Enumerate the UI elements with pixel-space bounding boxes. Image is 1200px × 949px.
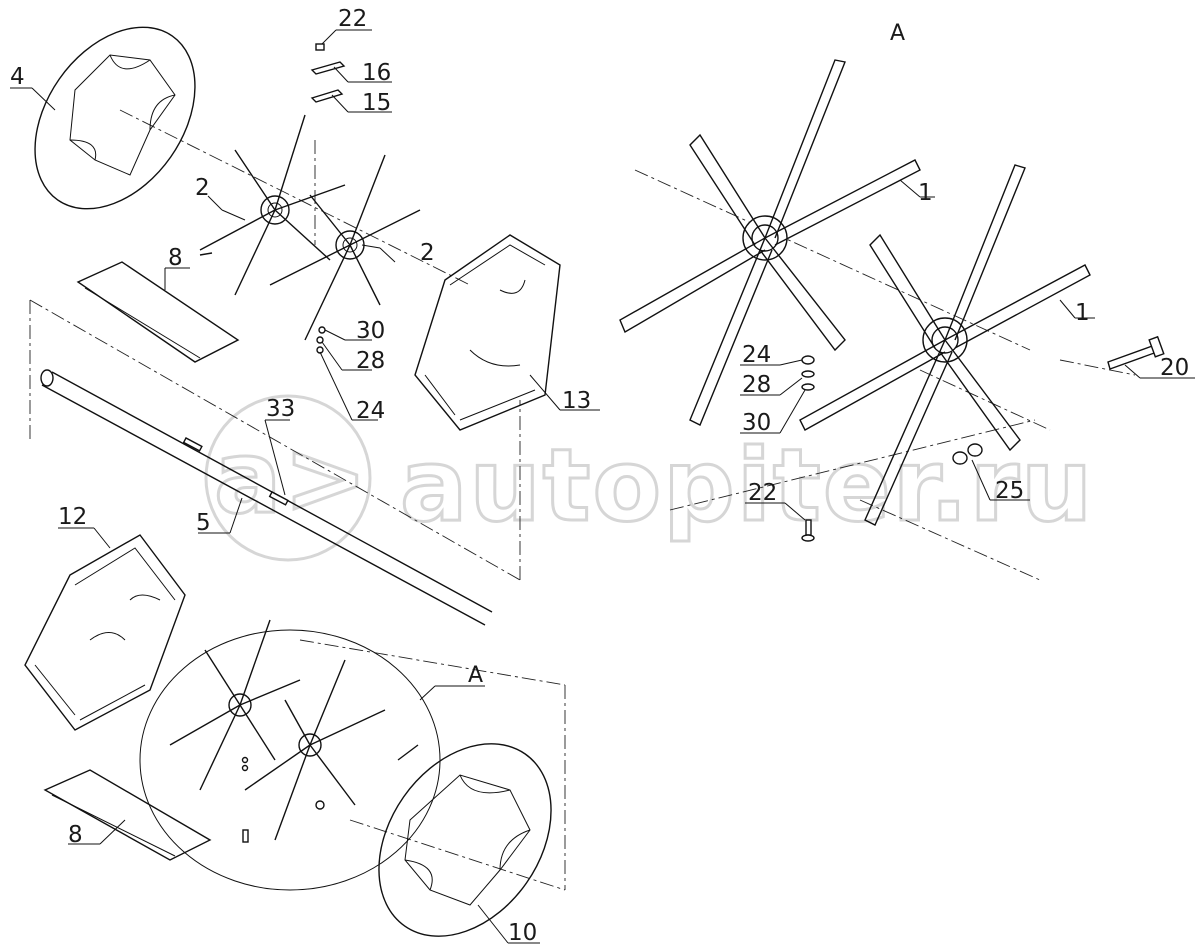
detail-view-spider-2 [799,164,1091,526]
callout-1-upper: 1 [918,180,933,206]
callout-2-right: 2 [420,240,435,266]
callout-10: 10 [508,920,537,946]
callout-30-right: 30 [742,410,771,436]
view-label-a: A [890,21,905,46]
callout-12: 12 [58,504,87,530]
callout-30-left: 30 [356,318,385,344]
callout-8-lower: 8 [68,822,83,848]
callout-22-top: 22 [338,6,367,32]
callout-24-left: 24 [356,398,385,424]
callout-25: 25 [995,478,1024,504]
callout-1-lower: 1 [1075,300,1090,326]
callout-13: 13 [562,388,591,414]
callout-16: 16 [362,60,391,86]
disc-part-10 [378,743,552,937]
fasteners-right [801,355,983,542]
callout-24-right: 24 [742,342,771,368]
callout-4: 4 [10,64,25,90]
callout-28-left: 28 [356,348,385,374]
detail-view-spider-1 [619,59,921,426]
callout-labels: 22 16 15 4 2 2 8 30 28 24 13 33 5 12 8 1… [10,6,1189,946]
spider-part-2a [199,114,346,296]
axis-lines [29,109,1136,891]
spider-part-2b [269,154,421,341]
callout-22-right: 22 [748,480,777,506]
callout-5: 5 [196,510,211,536]
callout-33: 33 [266,396,295,422]
callout-8-upper: 8 [168,245,183,271]
bolt-part-20 [1107,335,1165,370]
plate-part-8-lower [43,769,212,861]
detail-label-a: A [468,663,483,688]
callout-15: 15 [362,90,391,116]
watermark: a> autopiter.ru [204,394,1094,562]
housing-part-13 [414,234,561,431]
shaft-part-5 [40,369,493,626]
washers-left [316,326,326,354]
detail-circle-a [139,619,441,891]
callout-20: 20 [1160,355,1189,381]
leader-lines [10,29,1195,944]
housing-part-12 [24,534,186,731]
fastener-stack-top [310,43,346,103]
callout-28-right: 28 [742,372,771,398]
svg-text:a>: a> [214,419,369,536]
disc-part-4 [34,26,196,210]
plate-part-8-upper [76,261,240,363]
callout-2-left: 2 [195,175,210,201]
